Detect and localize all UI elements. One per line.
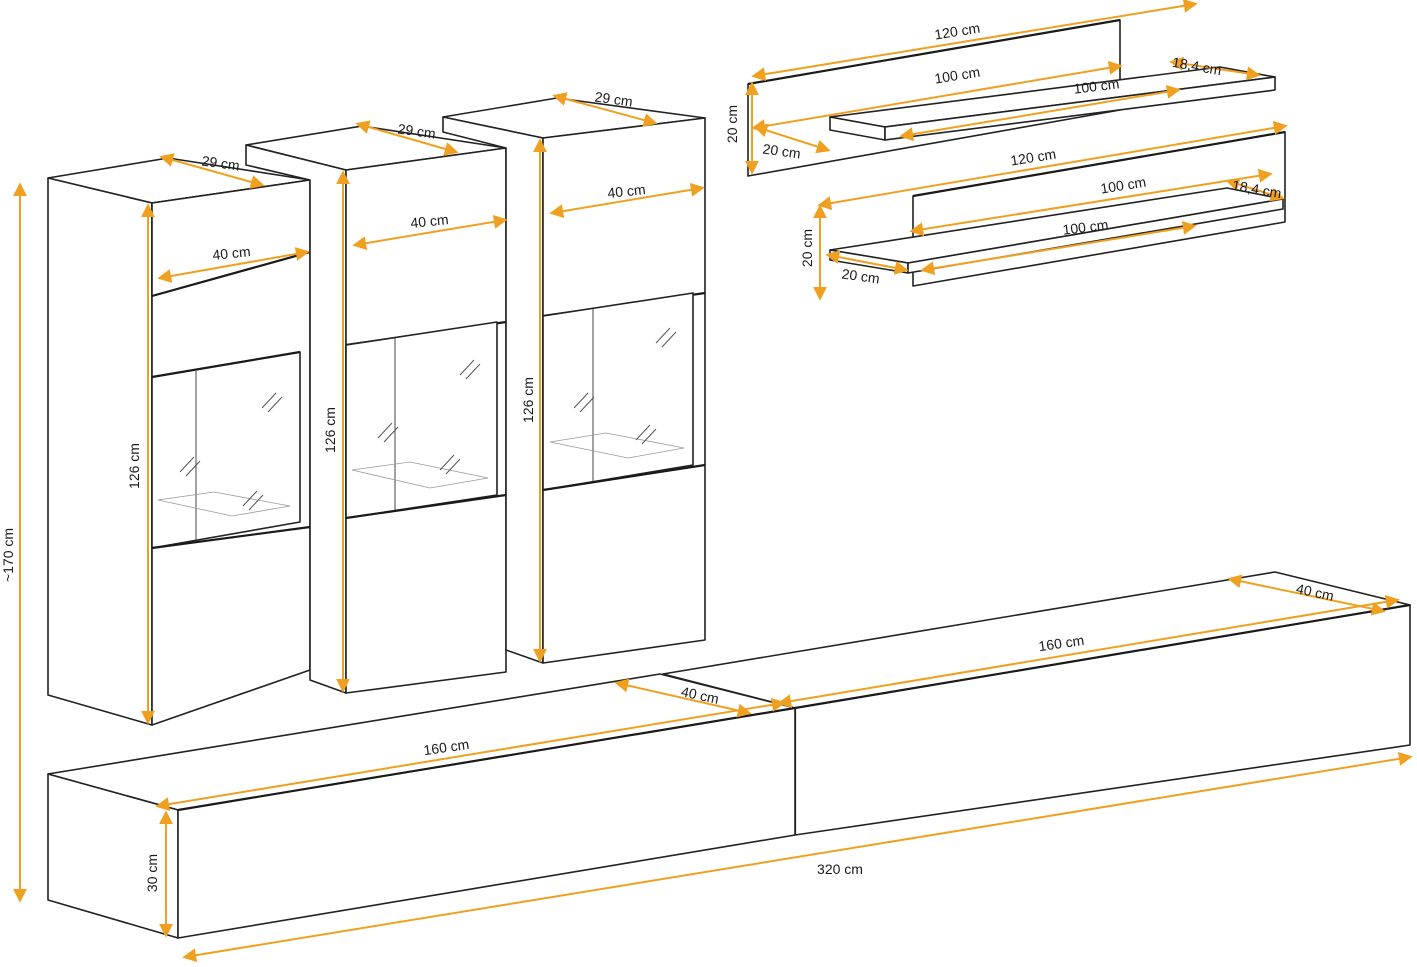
shelf-2-back-width-dim — [817, 120, 1288, 211]
tv-bench-right-width-dim — [777, 594, 1400, 709]
shelf-1-side-label: 20 cm — [762, 140, 802, 161]
cabinet-1-height-label: 126 cm — [126, 443, 142, 489]
cabinet-2-width-dim — [352, 214, 508, 251]
cabinet-3 — [442, 97, 706, 664]
cabinet-3-width-label: 40 cm — [607, 181, 647, 201]
tv-bench-right-depth-dim — [1227, 574, 1386, 616]
shelf-1-top-width-label: 100 cm — [933, 64, 981, 87]
total-width-label: 320 cm — [817, 861, 863, 877]
shelf-1-front-width-label: 100 cm — [1073, 75, 1121, 96]
shelf-2-height-label: 20 cm — [799, 229, 815, 267]
cabinet-1-width-dim — [157, 247, 310, 283]
cabinet-1-depth-label: 29 cm — [201, 152, 241, 173]
cabinet-3-width-dim — [549, 182, 705, 219]
cabinet-2-width-label: 40 cm — [410, 211, 450, 231]
cabinet-2-depth-label: 29 cm — [397, 120, 437, 141]
cabinet-1-depth-dim — [159, 153, 265, 189]
tv-bench-height-label: 30 cm — [144, 854, 160, 892]
overall-height-label: ~170 cm — [0, 528, 16, 582]
shelf-1-height-label: 20 cm — [724, 105, 740, 143]
shelf-2-top-width-label: 100 cm — [1099, 174, 1147, 197]
tv-bench-left-depth-label: 40 cm — [680, 683, 721, 707]
cabinet-3-depth-label: 29 cm — [594, 88, 634, 109]
cabinet-1-width-label: 40 cm — [212, 243, 252, 263]
tv-bench-right-width-label: 160 cm — [1037, 632, 1085, 654]
cabinet-3-height-label: 126 cm — [520, 377, 536, 423]
cabinet-1 — [47, 157, 311, 726]
shelf-1-back-width-label: 120 cm — [933, 20, 981, 43]
dimension-lines — [13, 0, 1413, 963]
cabinet-3-depth-dim — [552, 92, 658, 127]
shelf-2-depth-dim — [1225, 177, 1285, 202]
total-width-dim — [182, 751, 1413, 963]
shelf-2-side-dim — [825, 250, 909, 275]
wall-shelf-set-2 — [829, 130, 1286, 287]
tv-bench-left-depth-dim — [614, 678, 752, 718]
shelf-2-side-label: 20 cm — [841, 265, 881, 286]
shelf-1-depth-dim — [1169, 56, 1261, 81]
shelf-2-front-width-dim — [920, 220, 1197, 276]
tv-bench-right-depth-label: 40 cm — [1295, 580, 1336, 604]
tv-bench-left-width-label: 160 cm — [422, 736, 470, 758]
cabinet-2-depth-dim — [355, 120, 459, 156]
shelf-2-front-width-label: 100 cm — [1062, 216, 1110, 237]
shelf-2-back-width-label: 120 cm — [1009, 146, 1057, 169]
shelf-1-side-dim — [753, 123, 831, 154]
cabinet-2-height-label: 126 cm — [322, 407, 338, 453]
